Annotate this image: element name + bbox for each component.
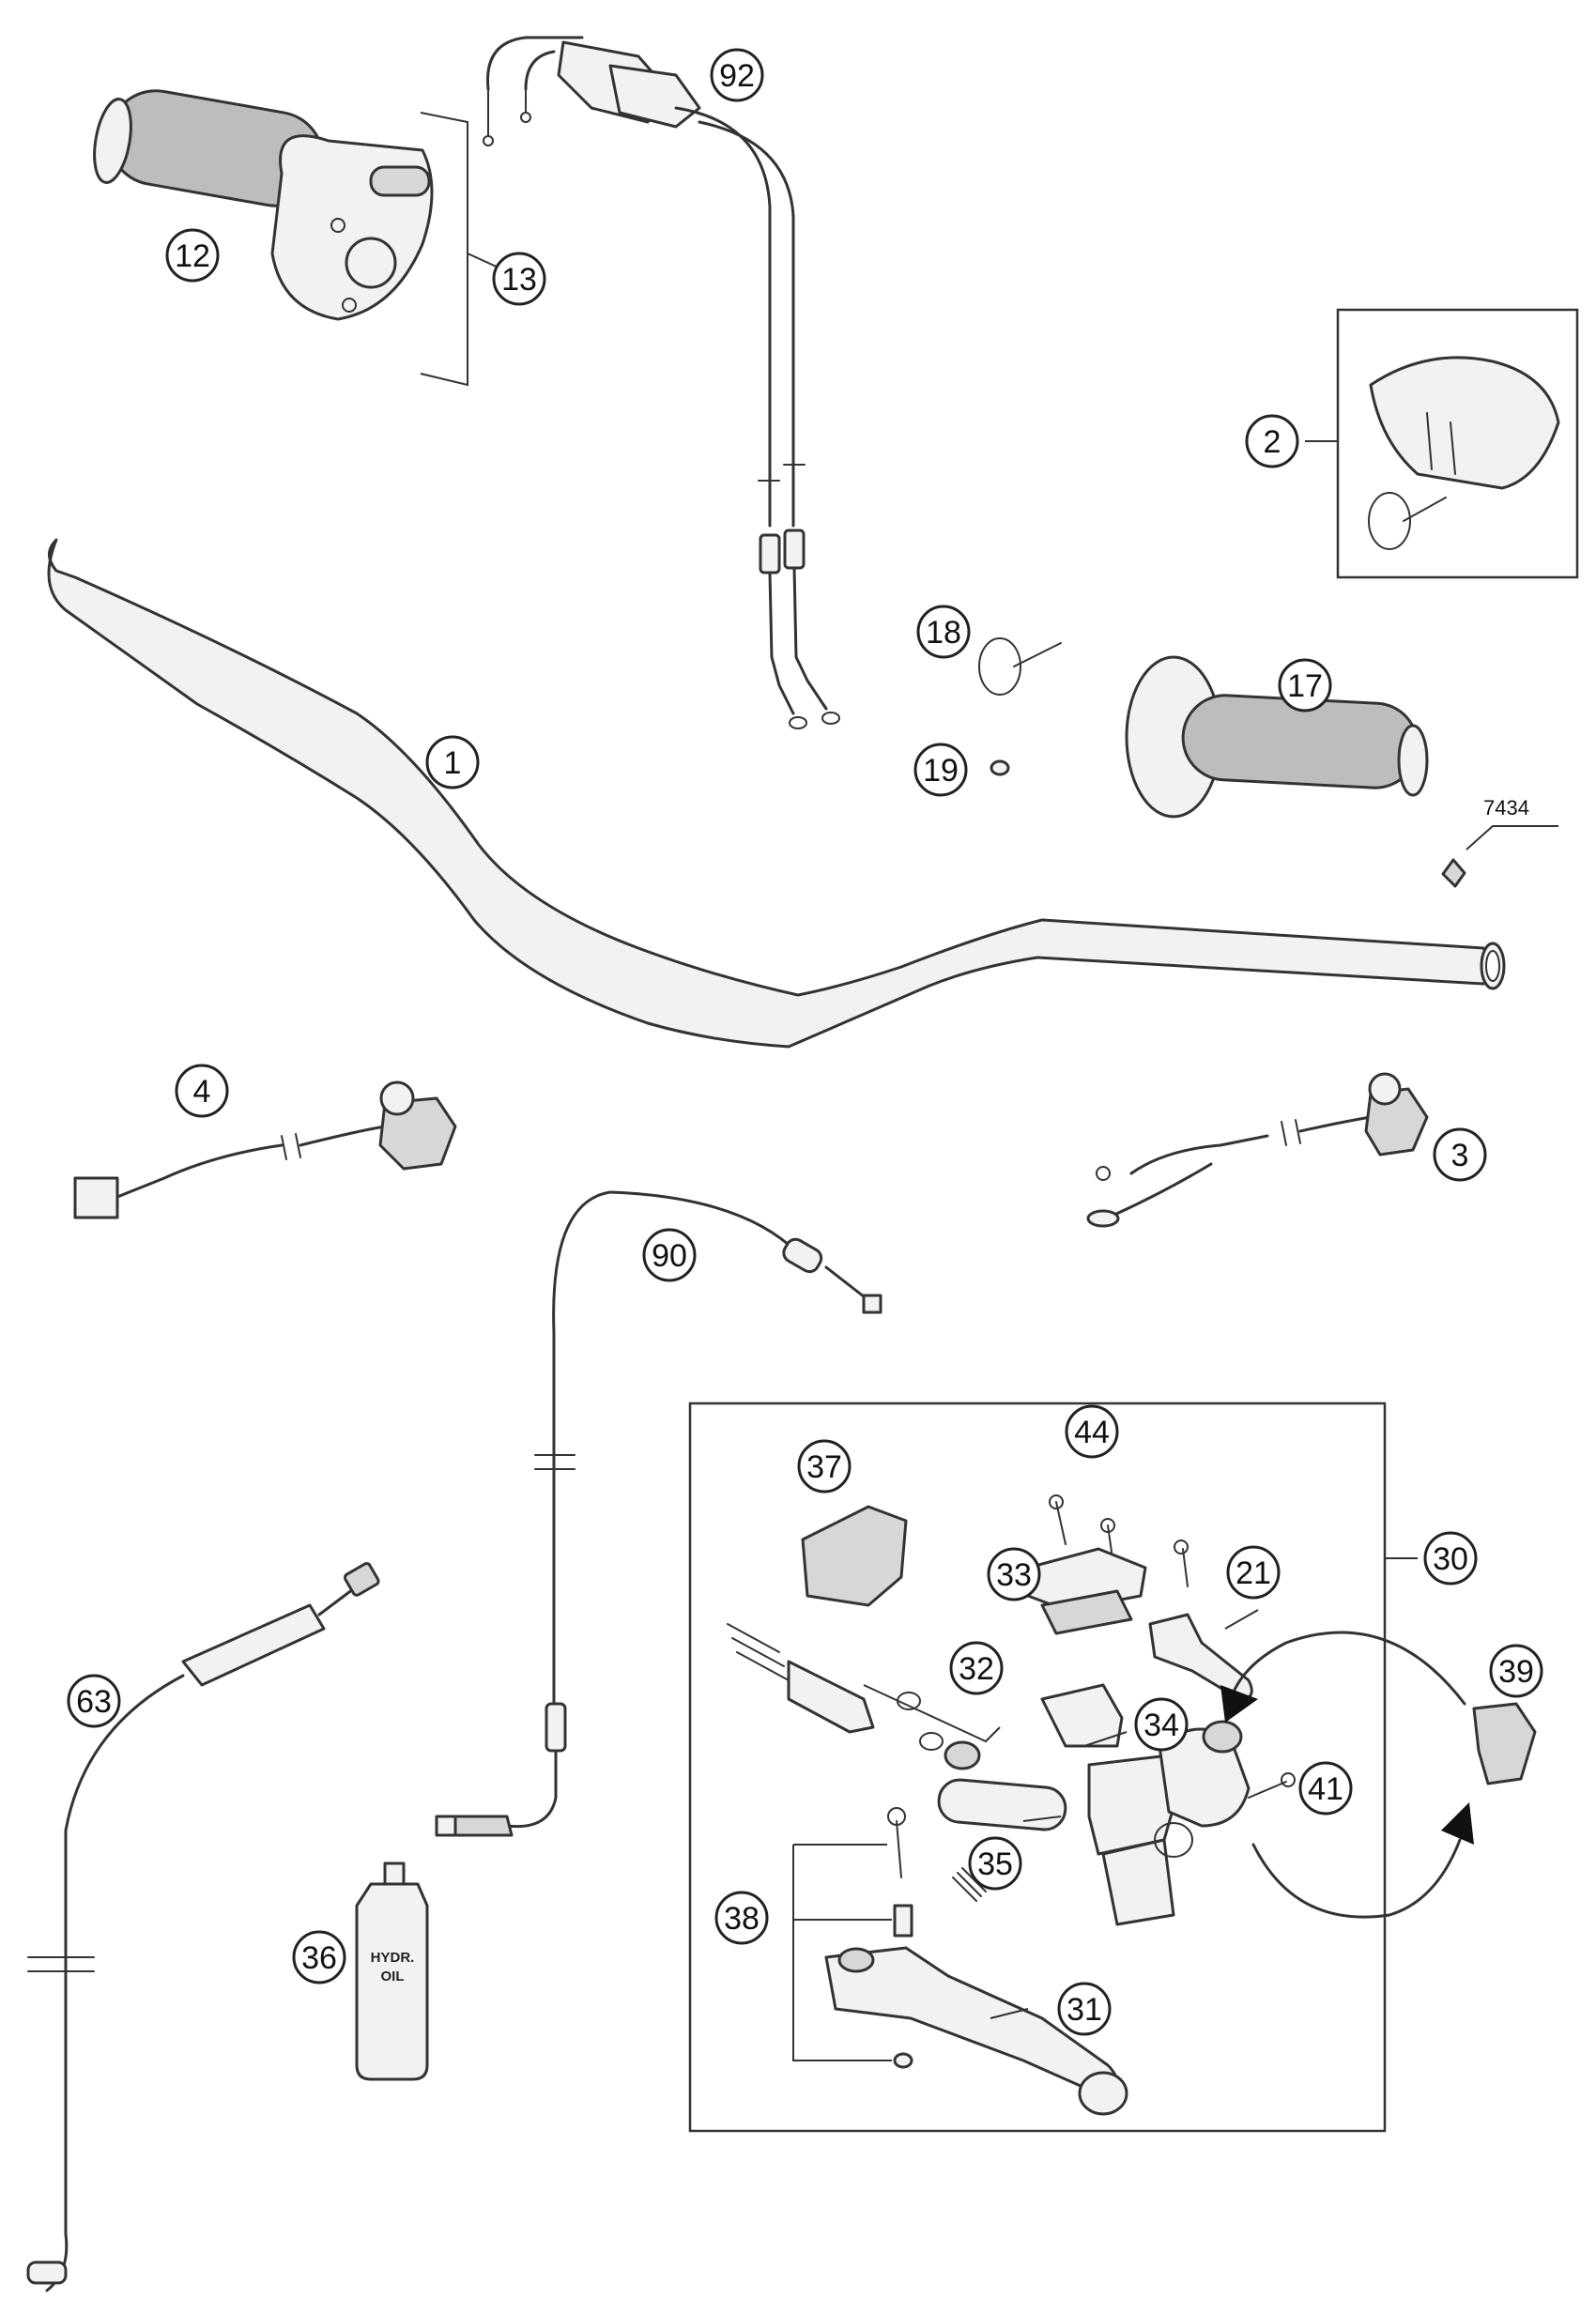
callout-number: 21 <box>1235 1555 1271 1591</box>
callout-number: 35 <box>977 1846 1013 1882</box>
callout-number: 38 <box>724 1901 760 1937</box>
callout-circle <box>492 252 546 306</box>
callout-circle <box>1433 1127 1487 1182</box>
bottle-label-line1: HYDR. <box>371 1950 415 1966</box>
callout-63: 63 <box>67 1674 121 1728</box>
callout-number: 2 <box>1264 424 1281 460</box>
callout-circle <box>1245 414 1299 468</box>
callout-number: 30 <box>1433 1541 1468 1577</box>
callout-circle <box>1065 1404 1119 1459</box>
hot-start-cable <box>435 1190 882 1837</box>
callout-number: 39 <box>1498 1654 1534 1690</box>
callout-circle <box>949 1641 1004 1695</box>
callout-44: 44 <box>1065 1404 1119 1459</box>
callout-circle <box>710 48 764 102</box>
callout-number: 41 <box>1308 1771 1343 1807</box>
callout-3: 3 <box>1433 1127 1487 1182</box>
callout-number: 34 <box>1143 1708 1179 1743</box>
bar-pad-kit <box>1305 308 1579 579</box>
callout-circle <box>968 1836 1022 1891</box>
callout-41: 41 <box>1298 1761 1353 1815</box>
kill-switch-left <box>73 1080 457 1219</box>
callout-circle <box>425 735 480 789</box>
callout-2: 2 <box>1245 414 1299 468</box>
callout-circle <box>292 1930 346 1984</box>
callout-17: 17 <box>1278 658 1332 712</box>
callout-number: 3 <box>1451 1138 1469 1173</box>
callout-circle <box>67 1674 121 1728</box>
callout-1: 1 <box>425 735 480 789</box>
reference-label-text: 7434 <box>1483 796 1529 820</box>
callout-circle <box>1278 658 1332 712</box>
callout-35: 35 <box>968 1836 1022 1891</box>
callout-number: 12 <box>175 238 210 274</box>
callout-36: 36 <box>292 1930 346 1984</box>
end-plug-icon <box>1441 858 1466 888</box>
callout-circle <box>1423 1531 1478 1586</box>
callout-number: 90 <box>652 1238 687 1274</box>
callout-31: 31 <box>1057 1982 1112 2036</box>
callout-number: 37 <box>806 1449 842 1485</box>
throttle-cables <box>483 36 840 729</box>
callout-circle <box>1489 1644 1543 1698</box>
reference-label-7434: 7434 <box>1466 796 1558 850</box>
callout-number: 19 <box>923 753 959 789</box>
callout-leaders <box>990 1609 1259 2019</box>
callout-33: 33 <box>987 1547 1041 1601</box>
callout-circle <box>165 228 220 283</box>
callout-number: 18 <box>926 615 961 651</box>
cable-tie-and-nut <box>978 637 1062 776</box>
left-grip <box>1125 655 1429 819</box>
callout-number: 1 <box>444 745 462 781</box>
callout-number: 63 <box>76 1684 112 1720</box>
callout-4: 4 <box>175 1064 229 1118</box>
choke-cable <box>26 1562 380 2292</box>
callout-circle <box>916 605 971 659</box>
callout-13: 13 <box>492 252 546 306</box>
callout-number: 17 <box>1287 668 1323 704</box>
callout-92: 92 <box>710 48 764 102</box>
callout-34: 34 <box>1134 1697 1189 1752</box>
callout-18: 18 <box>916 605 971 659</box>
callout-circle <box>1134 1697 1189 1752</box>
callout-circle <box>987 1547 1041 1601</box>
callout-circle <box>714 1891 769 1945</box>
callout-circle <box>1298 1761 1353 1815</box>
bottle-label-line2: OIL <box>381 1969 405 1984</box>
callout-number: 44 <box>1074 1415 1110 1450</box>
callout-number: 13 <box>501 262 537 298</box>
callout-number: 31 <box>1067 1992 1102 2028</box>
callout-number: 92 <box>719 58 755 94</box>
handlebar <box>47 538 1506 1049</box>
callout-number: 36 <box>301 1940 337 1976</box>
callout-circle <box>1226 1545 1281 1600</box>
callout-37: 37 <box>797 1439 852 1494</box>
callout-90: 90 <box>642 1228 697 1282</box>
callout-number: 33 <box>996 1557 1032 1593</box>
hydraulic-oil-bottle: HYDR. OIL <box>355 1861 429 2081</box>
throttle-grip-assembly <box>93 89 522 387</box>
callout-circle <box>642 1228 697 1282</box>
callout-circle <box>913 743 968 797</box>
short-circuit-button-right <box>1086 1072 1429 1228</box>
callout-circle <box>175 1064 229 1118</box>
callout-39: 39 <box>1489 1644 1543 1698</box>
callout-circle <box>1057 1982 1112 2036</box>
callout-38: 38 <box>714 1891 769 1945</box>
callout-30: 30 <box>1423 1531 1478 1586</box>
callout-number: 4 <box>193 1074 211 1110</box>
brake-master-cylinder-kit <box>688 1402 1537 2133</box>
callout-number: 32 <box>959 1651 994 1687</box>
callout-19: 19 <box>913 743 968 797</box>
callout-32: 32 <box>949 1641 1004 1695</box>
callout-12: 12 <box>165 228 220 283</box>
callout-circle <box>797 1439 852 1494</box>
callout-21: 21 <box>1226 1545 1281 1600</box>
